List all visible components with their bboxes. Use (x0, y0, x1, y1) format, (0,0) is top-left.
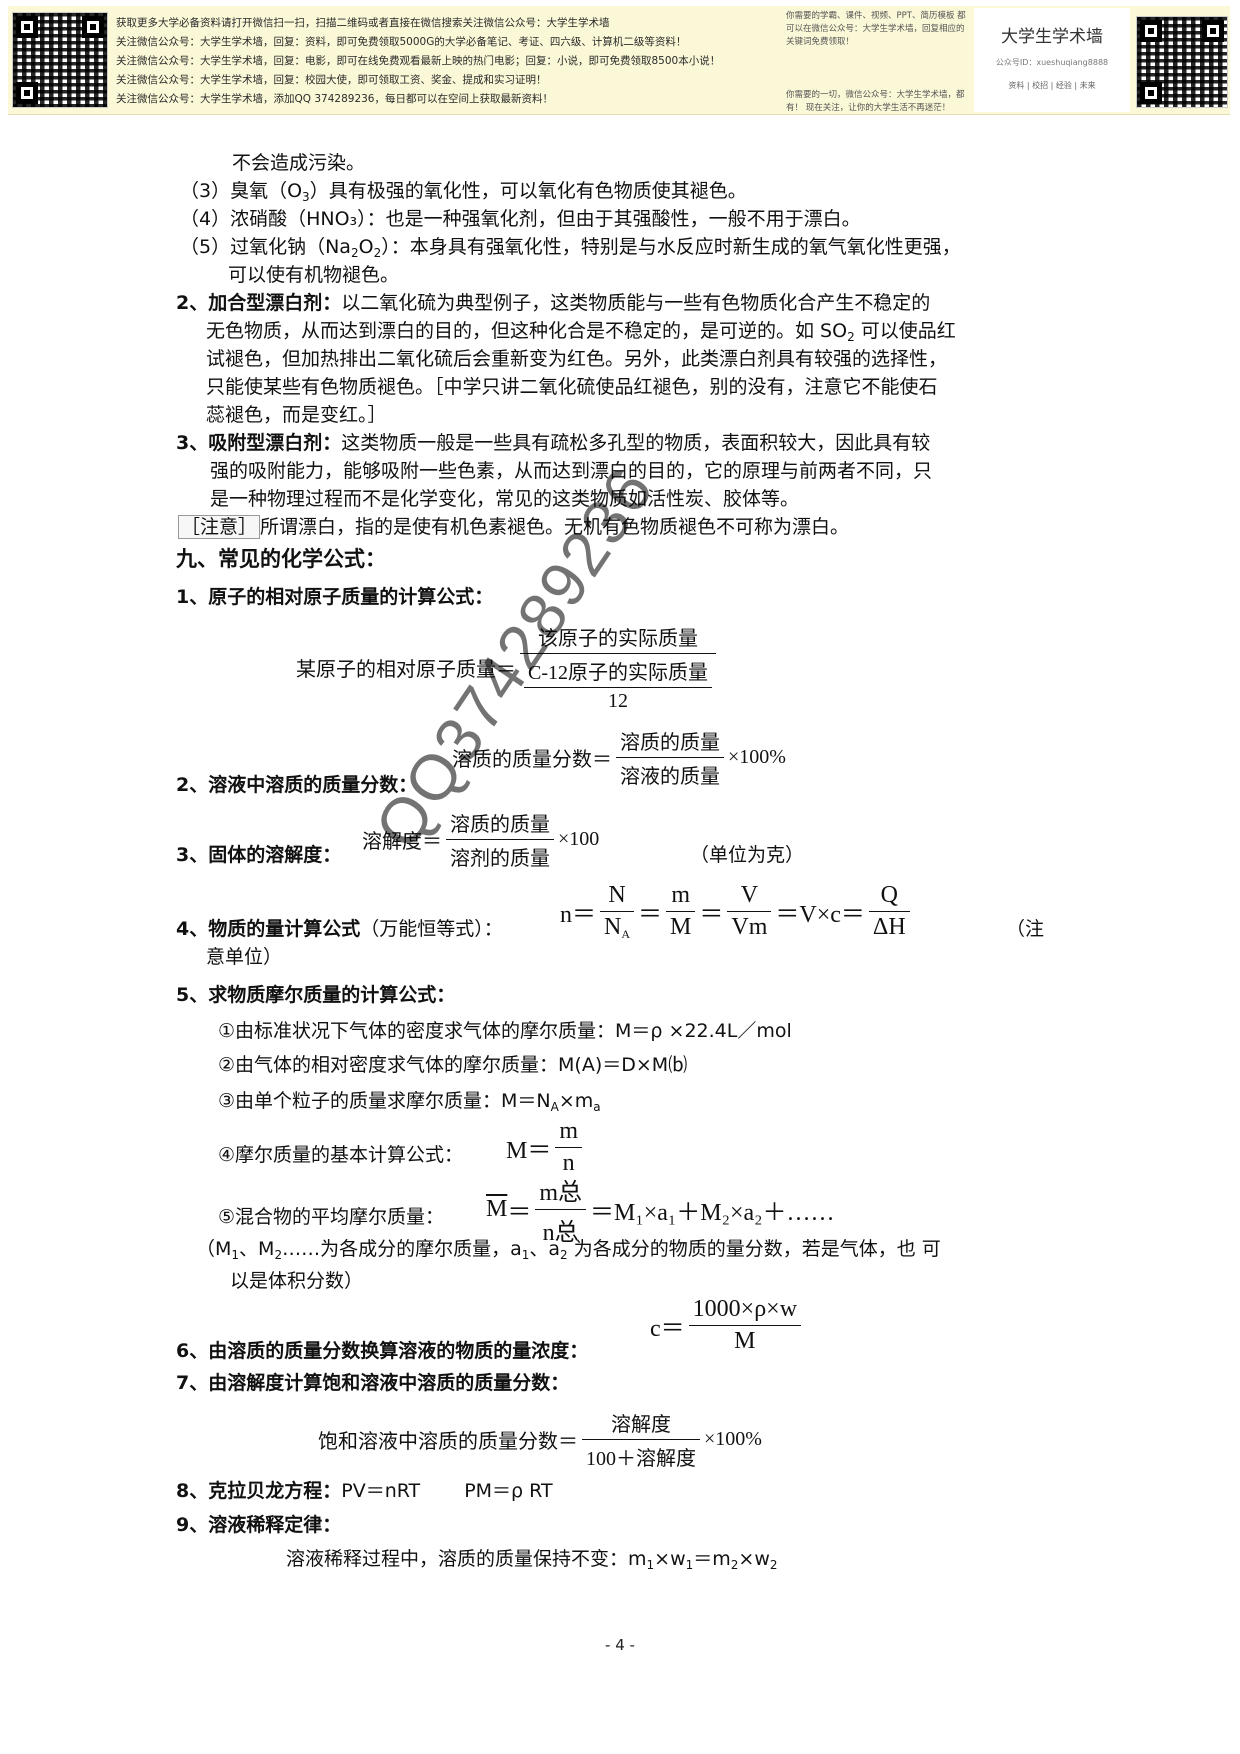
formula-heading: 7、由溶解度计算饱和溶液中溶质的质量分数： (176, 1372, 570, 1394)
text-line: 无色物质，从而达到漂白的目的，但这种化合是不稳定的，是可逆的。如 SO2 可以使… (206, 320, 956, 344)
text-line: （M1、M2……为各成分的摩尔质量，a1、a2 为各成分的物质的量分数，若是气体… (196, 1238, 941, 1262)
banner-line: 关注微信公众号：大学生学术墙，回复：校园大使，即可领取工资、奖金、提成和实习证明… (116, 74, 547, 86)
text-line: 溶液稀释过程中，溶质的质量保持不变：m1×w1＝m2×w2 (286, 1548, 778, 1572)
formula-heading: 5、求物质摩尔质量的计算公式： (176, 984, 456, 1006)
formula-heading: 6、由溶质的质量分数换算溶液的物质的量浓度： (176, 1340, 589, 1362)
note-tag: ［注意］ (178, 515, 261, 539)
text-line: 3、吸附型漂白剂：这类物质一般是一些具有疏松多孔型的物质，表面积较大，因此具有较 (176, 432, 931, 454)
text-line: 可以使有机物褪色。 (228, 264, 400, 286)
page-number: - 4 - (605, 1636, 635, 1654)
section-heading: 九、常见的化学公式： (176, 547, 386, 571)
mass-fraction-formula: 溶质的质量分数＝溶质的质量溶液的质量×100% (452, 732, 786, 788)
banner-side-bottom: 你需要的一切，微信公众号：大学生学术墙，都有！ 现在关注，让你的大学生活不再迷茫… (786, 90, 965, 113)
qr-code-image (1136, 16, 1228, 108)
banner-text: 获取更多大学必备资料请打开微信扫一扫，扫描二维码或者直接在微信搜索关注微信公众号… (116, 14, 786, 109)
banner-line: 关注微信公众号：大学生学术墙，回复：电影，即可在线免费观看最新上映的热门电影；回… (116, 55, 721, 67)
formula-heading: 3、固体的溶解度： (176, 844, 342, 866)
account-id: 公众号ID：xueshuqiang8888 (995, 58, 1109, 67)
promo-banner: 获取更多大学必备资料请打开微信扫一扫，扫描二维码或者直接在微信搜索关注微信公众号… (8, 6, 1230, 115)
text-line: 强的吸附能力，能够吸附一些色素，从而达到漂白的目的，它的原理与前两者不同，只 (210, 460, 933, 482)
text-line: ①由标准状况下气体的密度求气体的摩尔质量：M＝ρ ×22.4L／mol (218, 1020, 792, 1042)
text-line: 只能使某些有色物质褪色。［中学只讲二氧化硫使品红褪色，别的没有，注意它不能使石 (206, 376, 938, 398)
text-line: （3）臭氧（O3）具有极强的氧化性，可以氧化有色物质使其褪色。 (180, 180, 747, 204)
text-line: （注 (1006, 918, 1045, 940)
text-line: ③由单个粒子的质量求摩尔质量：M＝NA×ma (218, 1090, 601, 1114)
account-title: 大学生学术墙 (1001, 27, 1103, 47)
solubility-formula: 溶解度＝溶质的质量溶剂的质量×100 (362, 814, 600, 870)
formula-heading: 9、溶液稀释定律： (176, 1514, 342, 1536)
unit-note: （单位为克） (690, 844, 805, 866)
text-line: 不会造成污染。 (232, 152, 366, 174)
text-line: 2、加合型漂白剂：以二氧化硫为典型例子，这类物质能与一些有色物质化合产生不稳定的 (176, 292, 931, 314)
formula-heading: 8、克拉贝龙方程：PV＝nRT PM＝ρ RT (176, 1480, 553, 1502)
formula-heading: 2、溶液中溶质的质量分数： (176, 774, 418, 796)
text-line: 意单位） (206, 946, 283, 968)
text-line: 蕊褪色，而是变红。］ (206, 404, 387, 426)
formula-heading: 4、物质的量计算公式（万能恒等式）： (176, 918, 503, 940)
text-line: 是一种物理过程而不是化学变化，常见的这类物质如活性炭、胶体等。 (210, 488, 800, 510)
text-line: 以是体积分数） (230, 1270, 364, 1292)
banner-line: 关注微信公众号：大学生学术墙，添加QQ 374289236，每日都可以在空间上获… (116, 93, 553, 105)
text-line: ⑤混合物的平均摩尔质量： (218, 1206, 445, 1228)
qr-code-image (12, 12, 108, 108)
text-line: （4）浓硝酸（HNO₃）：也是一种强氧化剂，但由于其强酸性，一般不用于漂白。 (180, 208, 861, 230)
formula-heading: 1、原子的相对原子质量的计算公式： (176, 586, 494, 608)
banner-line: 关注微信公众号：大学生学术墙，回复：资料，即可免费领取5000G的大学必备笔记、… (116, 36, 687, 48)
text-line: （5）过氧化钠（Na2O2）：本身具有强氧化性，特别是与水反应时新生成的氧气氧化… (180, 236, 961, 260)
note-line: ［注意］所谓漂白，指的是使有机色素褪色。无机有色物质褪色不可称为漂白。 (178, 514, 849, 540)
banner-side-top: 你需要的学霸、课件、视频、PPT、简历模板 都可以在微信公众号：大学生学术墙，回… (786, 11, 966, 47)
account-links: 资料 | 校招 | 经验 | 未来 (1008, 81, 1096, 90)
banner-side-text: 你需要的学霸、课件、视频、PPT、简历模板 都可以在微信公众号：大学生学术墙，回… (786, 10, 972, 115)
banner-line: 获取更多大学必备资料请打开微信扫一扫，扫描二维码或者直接在微信搜索关注微信公众号… (116, 17, 610, 29)
text-line: ②由气体的相对密度求气体的摩尔质量：M(A)＝D×M⒝ (218, 1054, 688, 1076)
text-line: ④摩尔质量的基本计算公式： (218, 1144, 464, 1166)
text-line: 试褪色，但加热排出二氧化硫后会重新变为红色。另外，此类漂白剂具有较强的选择性， (206, 348, 948, 370)
account-card: 大学生学术墙 公众号ID：xueshuqiang8888 资料 | 校招 | 经… (974, 8, 1130, 112)
